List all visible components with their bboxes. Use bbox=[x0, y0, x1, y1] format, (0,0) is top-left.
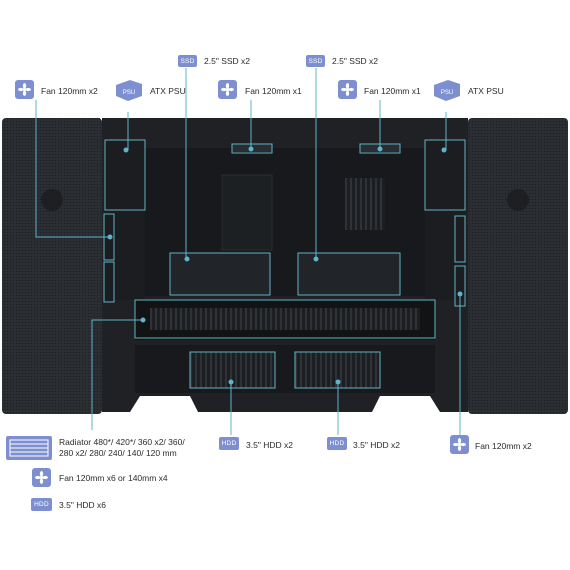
fan-right-label: Fan 120mm x2 bbox=[475, 441, 532, 451]
fan-icon bbox=[338, 80, 357, 99]
psu-icon: PSU bbox=[432, 78, 462, 102]
psu-icon: PSU bbox=[114, 78, 144, 102]
psu-right-label: ATX PSU bbox=[468, 86, 504, 96]
fan-icon bbox=[32, 468, 51, 487]
lower-chamber bbox=[135, 345, 435, 393]
fan-icon bbox=[450, 435, 469, 454]
ssd-tag-icon: SSD bbox=[306, 55, 325, 67]
fan-icon bbox=[218, 80, 237, 99]
hdd-tag-icon: HDD bbox=[31, 498, 52, 511]
hdd-right-label: 3.5" HDD x2 bbox=[353, 440, 400, 450]
fan-bottom-label: Fan 120mm x6 or 140mm x4 bbox=[59, 473, 168, 483]
ssd-right-label: 2.5" SSD x2 bbox=[332, 56, 379, 66]
hdd-tag-icon: HDD bbox=[219, 437, 239, 450]
fan-mid-left-label: Fan 120mm x1 bbox=[245, 86, 302, 96]
hdd-left-label: 3.5" HDD x2 bbox=[246, 440, 293, 450]
radiator-icon bbox=[6, 436, 52, 460]
ssd-left-label: 2.5" SSD x2 bbox=[204, 56, 251, 66]
psu-left-label: ATX PSU bbox=[150, 86, 186, 96]
hdd-tag-icon: HDD bbox=[327, 437, 347, 450]
radiator-label: Radiator 480*/ 420*/ 360 x2/ 360/ 280 x2… bbox=[59, 437, 185, 458]
svg-text:PSU: PSU bbox=[123, 90, 135, 96]
ssd-tag-icon: SSD bbox=[178, 55, 197, 67]
fan-icon bbox=[15, 80, 34, 99]
hdd-bottom-label: 3.5" HDD x6 bbox=[59, 500, 106, 510]
svg-text:PSU: PSU bbox=[441, 90, 453, 96]
fan-left-label: Fan 120mm x2 bbox=[41, 86, 98, 96]
fan-mid-right-label: Fan 120mm x1 bbox=[364, 86, 421, 96]
right-side-panel bbox=[468, 118, 568, 414]
